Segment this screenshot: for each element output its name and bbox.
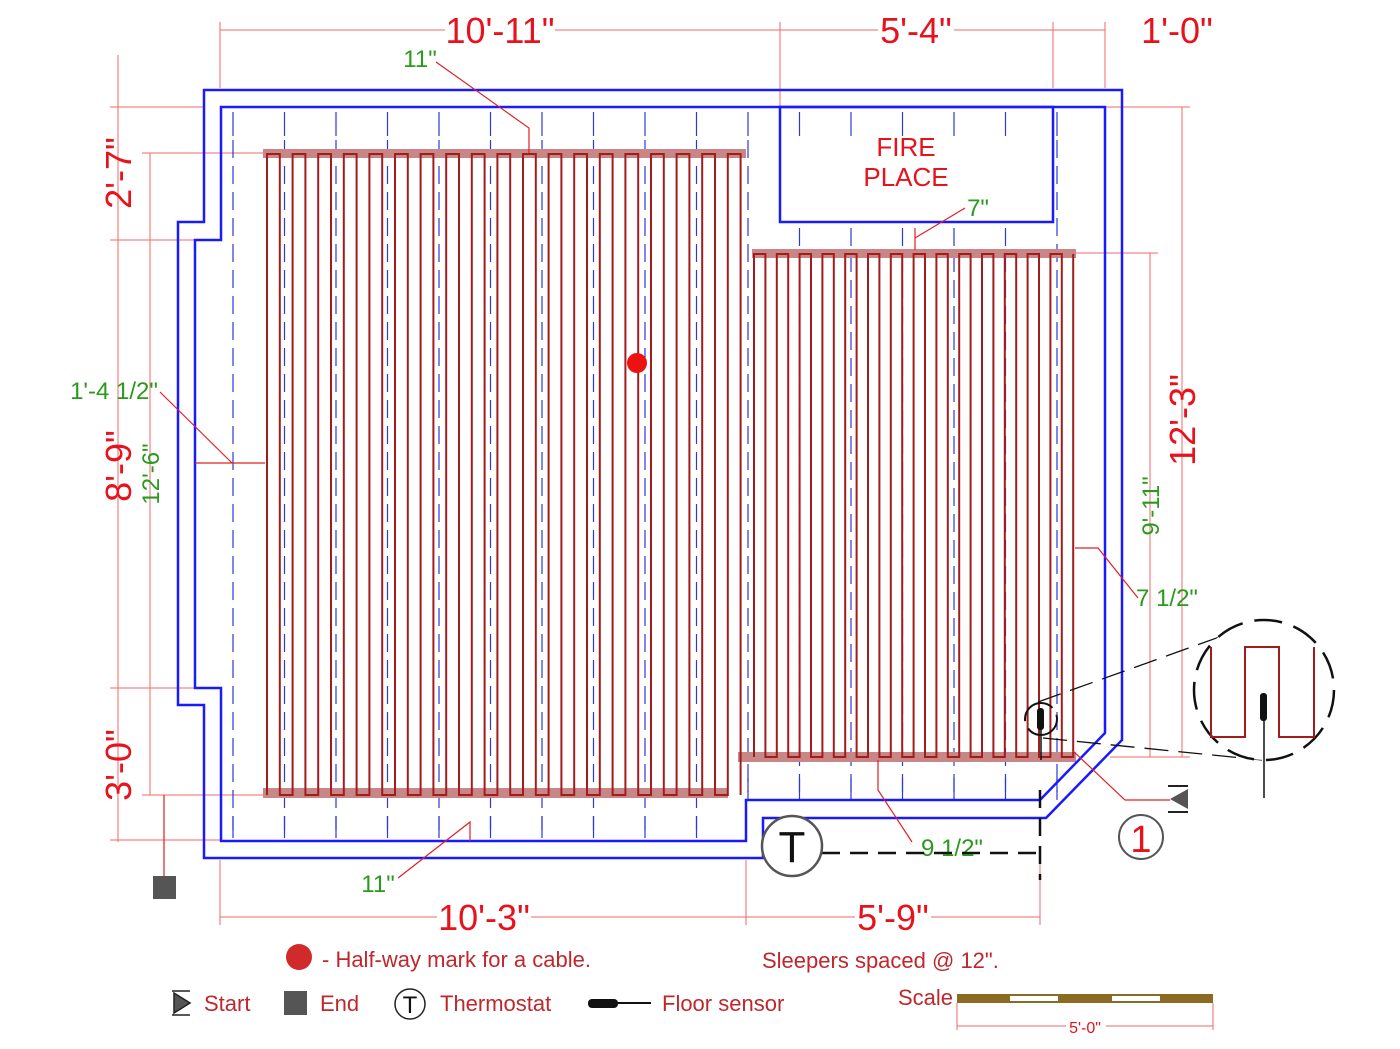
note-fireplace-gap: 7" [967, 195, 989, 222]
dimension-bottom-right: 5'-9" [857, 897, 929, 938]
thermostat-legend-icon [394, 988, 426, 1020]
note-right-offset: 7 1/2" [1136, 585, 1198, 612]
thermostat-wire [822, 790, 1042, 880]
start-legend-icon [172, 990, 192, 1016]
note-right-length: 9'-11" [1138, 476, 1165, 535]
note-left-offset: 1'-4 1/2" [70, 378, 158, 405]
floor-sensor-legend-icon [588, 999, 651, 1008]
dimension-left-top: 2'-7" [98, 137, 139, 209]
legend-end: End [320, 991, 359, 1016]
scale-length: 5'-0" [1069, 1020, 1101, 1037]
legend-start: Start [204, 991, 250, 1016]
walls [176, 88, 1124, 860]
end-icon [153, 876, 176, 899]
detail-callout [1037, 618, 1336, 798]
floor-sensor-icon [1024, 702, 1058, 760]
note-top-spacing: 11" [403, 46, 436, 73]
heating-cable-run [266, 153, 742, 796]
dimension-left-bottom: 3'-0" [98, 729, 139, 801]
heating-cables [266, 153, 1075, 796]
note-bottom-gap: 9 1/2" [921, 835, 983, 862]
dimension-top-middle: 5'-4" [880, 10, 952, 51]
svg-text:1: 1 [1130, 819, 1151, 861]
legend: - Half-way mark for a cable. Sleepers sp… [172, 944, 1214, 1037]
end-legend-icon [284, 991, 307, 1015]
outer-wall [176, 88, 1124, 860]
zone-number-marker: 1 [1118, 814, 1164, 861]
thermostat-legend-symbol: T [403, 992, 418, 1019]
dimension-top-right: 1'-0" [1141, 10, 1213, 51]
fireplace-label: FIRE [876, 132, 935, 162]
start-icon [1168, 785, 1188, 813]
dimension-labels: 10'-11" 5'-4" 1'-0" 10'-3" 5'-9" 2'-7" 8… [98, 10, 1213, 938]
legend-halfway: - Half-way mark for a cable. [322, 947, 591, 972]
notes: 11" 7" 1'-4 1/2" 12'-6" 9'-11" 7 1/2" 9 … [70, 46, 1198, 898]
halfway-mark [627, 353, 647, 373]
legend-scale: Scale [898, 985, 953, 1010]
halfway-mark-legend-icon [286, 944, 312, 970]
inner-wall [193, 105, 1107, 843]
fireplace [778, 105, 1055, 224]
dimension-top-left: 10'-11" [445, 10, 554, 51]
svg-text:T: T [779, 823, 806, 872]
note-left-length: 12'-6" [138, 443, 165, 504]
dimension-lines [110, 22, 1190, 925]
heating-cable-run [753, 253, 1075, 758]
legend-floor-sensor: Floor sensor [662, 991, 784, 1016]
dimension-left-middle: 8'-9" [98, 430, 139, 502]
dimension-bottom-left: 10'-3" [438, 897, 530, 938]
note-bottom-spacing: 11" [361, 871, 394, 898]
legend-thermostat: Thermostat [440, 991, 551, 1016]
fireplace-label: PLACE [863, 162, 948, 192]
dimension-right: 12'-3" [1162, 374, 1203, 466]
legend-sleepers: Sleepers spaced @ 12". [762, 948, 999, 973]
thermostat-marker: T [760, 814, 824, 878]
